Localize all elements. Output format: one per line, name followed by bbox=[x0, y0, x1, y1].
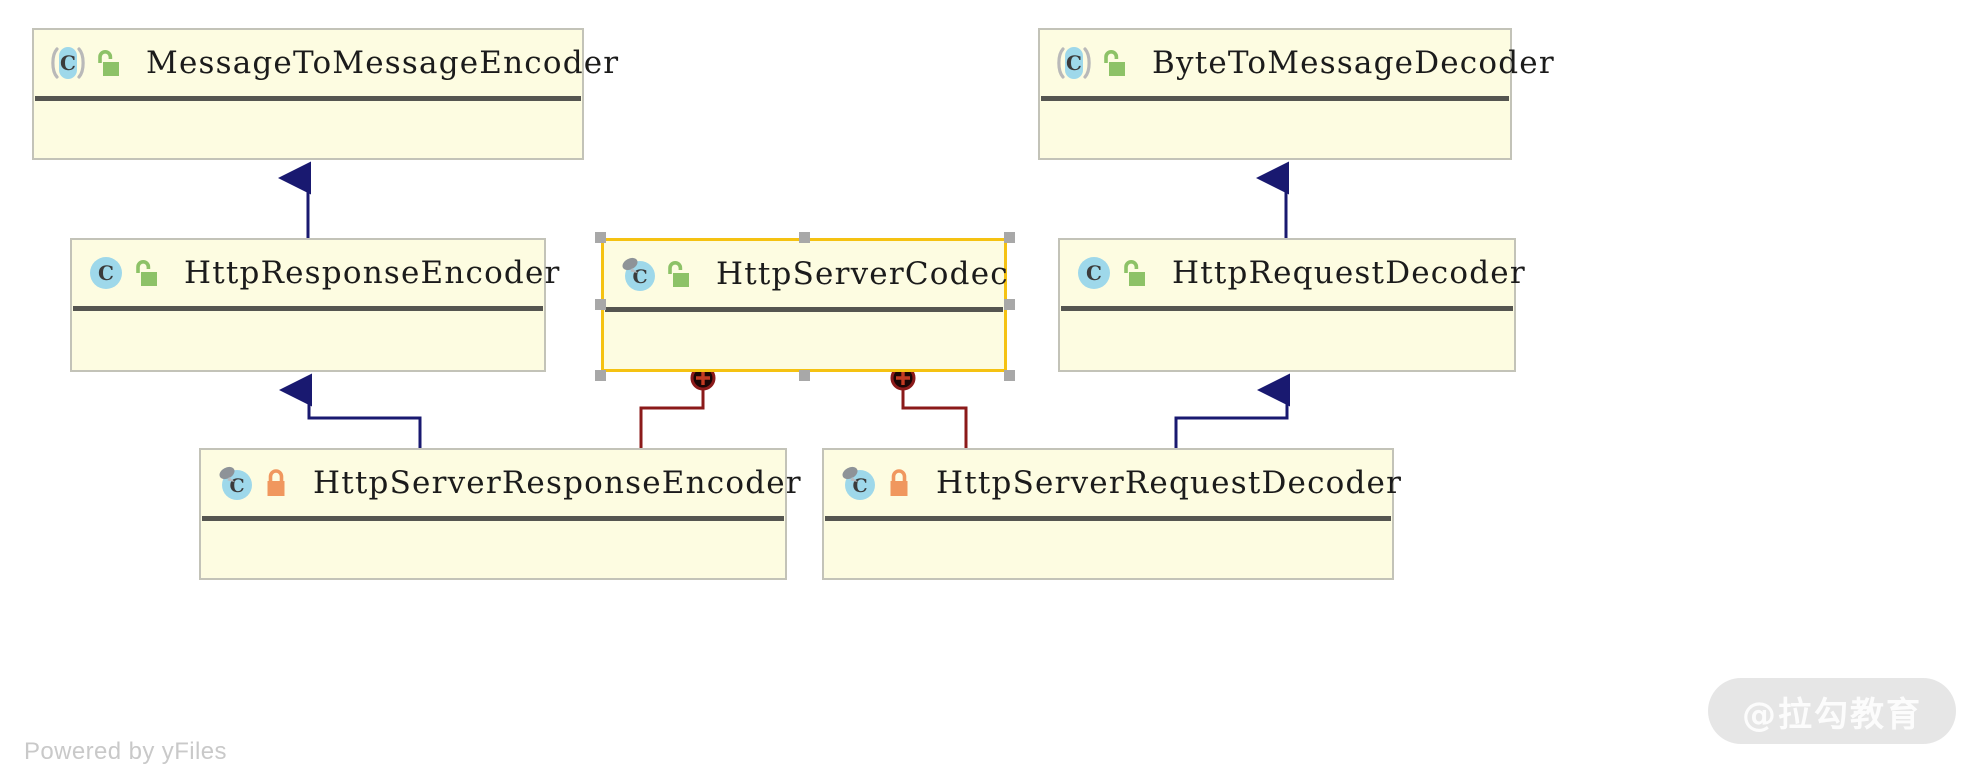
class-attributes-section bbox=[201, 521, 785, 578]
class-name-label: HttpServerCodec bbox=[716, 256, 1009, 292]
selection-handle-middle-left[interactable] bbox=[595, 299, 606, 310]
class-attributes-section bbox=[824, 521, 1392, 578]
class-attributes-section bbox=[1060, 311, 1514, 370]
class-icon: C bbox=[1074, 253, 1114, 293]
locked-padlock-icon bbox=[261, 467, 291, 499]
class-icon: C bbox=[618, 254, 658, 294]
class-section-separator bbox=[1061, 306, 1513, 311]
class-node-header: C ByteToMessageDecoder bbox=[1040, 30, 1554, 96]
class-attributes-section bbox=[72, 311, 544, 370]
class-node-header: C MessageToMessageEncoder bbox=[34, 30, 618, 96]
class-attributes-section bbox=[604, 312, 1004, 369]
class-attributes-section bbox=[1040, 101, 1510, 158]
class-name-label: MessageToMessageEncoder bbox=[146, 45, 620, 81]
watermark-label: @拉勾教育 bbox=[1742, 694, 1922, 735]
locked-padlock-icon bbox=[884, 467, 914, 499]
class-attributes-section bbox=[34, 101, 582, 158]
selection-handle-bottom-center[interactable] bbox=[799, 370, 810, 381]
selection-handle-top-right[interactable] bbox=[1004, 232, 1015, 243]
class-section-separator bbox=[35, 96, 581, 101]
selection-handle-top-left[interactable] bbox=[595, 232, 606, 243]
class-name-label: HttpResponseEncoder bbox=[184, 255, 561, 291]
svg-text:C: C bbox=[60, 51, 76, 75]
unlocked-padlock-icon bbox=[94, 47, 124, 79]
class-node-header: C HttpServerResponseEncoder bbox=[201, 450, 801, 516]
svg-text:C: C bbox=[98, 261, 114, 285]
class-node-header: C HttpServerCodec bbox=[604, 241, 1008, 307]
svg-text:C: C bbox=[1066, 51, 1082, 75]
class-node-header: C HttpResponseEncoder bbox=[72, 240, 559, 306]
powered-by-label: Powered by yFiles bbox=[24, 738, 227, 765]
class-node-byte-to-message-decoder[interactable]: C ByteToMessageDecoder bbox=[1038, 28, 1554, 160]
class-node-http-server-codec[interactable]: C HttpServerCodec bbox=[601, 238, 1008, 372]
watermark-badge: @拉勾教育 bbox=[1708, 678, 1956, 744]
edge-generalization-server-request-decoder[interactable] bbox=[1174, 373, 1290, 448]
class-section-separator bbox=[73, 306, 543, 311]
class-section-separator bbox=[1041, 96, 1509, 101]
class-section-separator bbox=[202, 516, 784, 521]
class-icon: C bbox=[838, 463, 878, 503]
abstract-class-icon: C bbox=[1054, 43, 1094, 83]
edge-composition-request-decoder[interactable] bbox=[901, 378, 968, 448]
class-node-http-request-decoder[interactable]: C HttpRequestDecoder bbox=[1058, 238, 1525, 372]
class-node-message-to-message-encoder[interactable]: C MessageToMessageEncoder bbox=[32, 28, 618, 160]
selection-handle-bottom-left[interactable] bbox=[595, 370, 606, 381]
abstract-class-icon: C bbox=[48, 43, 88, 83]
class-section-separator bbox=[605, 307, 1003, 312]
svg-text:C: C bbox=[229, 475, 244, 497]
svg-text:C: C bbox=[852, 475, 867, 497]
class-name-label: HttpServerRequestDecoder bbox=[936, 465, 1403, 501]
svg-text:C: C bbox=[632, 266, 647, 288]
unlocked-padlock-icon bbox=[132, 257, 162, 289]
class-node-http-server-response-encoder[interactable]: C HttpServerResponseEncoder bbox=[199, 448, 801, 580]
edge-composition-response-encoder[interactable] bbox=[639, 378, 705, 448]
class-node-http-server-request-decoder[interactable]: C HttpServerRequestDecoder bbox=[822, 448, 1401, 580]
unlocked-padlock-icon bbox=[1120, 257, 1150, 289]
class-name-label: HttpRequestDecoder bbox=[1172, 255, 1526, 291]
selection-handle-middle-right[interactable] bbox=[1004, 299, 1015, 310]
selection-handle-top-center[interactable] bbox=[799, 232, 810, 243]
class-icon: C bbox=[86, 253, 126, 293]
class-node-http-response-encoder[interactable]: C HttpResponseEncoder bbox=[70, 238, 559, 372]
class-name-label: ByteToMessageDecoder bbox=[1152, 45, 1555, 81]
edge-generalization-server-response-encoder[interactable] bbox=[279, 373, 422, 448]
svg-text:C: C bbox=[1086, 261, 1102, 285]
class-node-header: C HttpServerRequestDecoder bbox=[824, 450, 1401, 516]
class-node-header: C HttpRequestDecoder bbox=[1060, 240, 1525, 306]
class-name-label: HttpServerResponseEncoder bbox=[313, 465, 802, 501]
selection-handle-bottom-right[interactable] bbox=[1004, 370, 1015, 381]
class-icon: C bbox=[215, 463, 255, 503]
unlocked-padlock-icon bbox=[664, 258, 694, 290]
unlocked-padlock-icon bbox=[1100, 47, 1130, 79]
class-section-separator bbox=[825, 516, 1391, 521]
